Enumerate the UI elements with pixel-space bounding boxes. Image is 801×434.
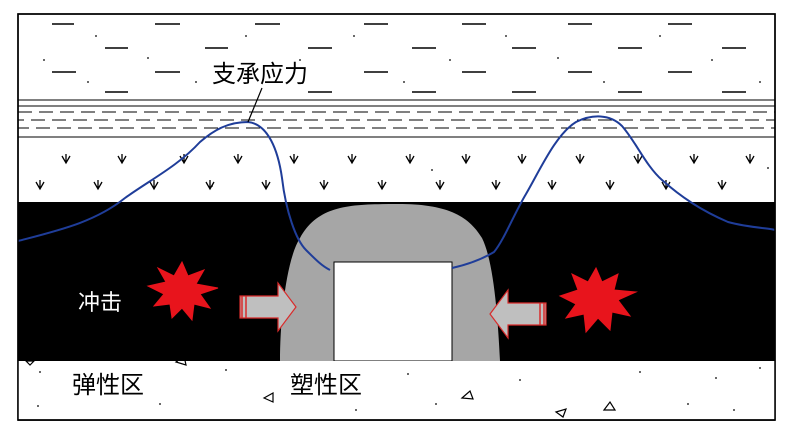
v-mark [461, 154, 471, 165]
v-mark [61, 154, 71, 165]
floor-dot [159, 403, 161, 405]
v-mark [35, 180, 45, 191]
elastic-zone-label: 弹性区 [72, 371, 144, 399]
v-mark [93, 180, 103, 191]
floor-dot [687, 403, 689, 405]
floor-triangles [24, 354, 617, 418]
support-stress-curve [17, 115, 776, 271]
v-mark [547, 180, 557, 191]
v-mark [149, 180, 159, 191]
floor-layer [18, 361, 775, 420]
roadway [333, 261, 453, 362]
impact-burst-right [558, 266, 638, 334]
v-mark [605, 180, 615, 191]
grain-dot [759, 81, 761, 83]
grain-dot [449, 59, 451, 61]
floor-dot [225, 369, 227, 371]
grain-dot [211, 185, 213, 187]
impact-label: 冲击 [78, 291, 122, 316]
floor-dot [715, 377, 717, 379]
v-mark [517, 154, 527, 165]
v-mark [717, 180, 727, 191]
grain-dot [299, 59, 301, 61]
v-mark [205, 180, 215, 191]
diagram-border [17, 13, 776, 421]
grain-dot [353, 35, 355, 37]
grain-dot [403, 81, 405, 83]
floor-dot [117, 377, 119, 379]
impact-arrow-right [489, 288, 547, 340]
v-mark [377, 180, 387, 191]
grain-dot [603, 81, 605, 83]
floor-dot [733, 409, 735, 411]
floor-dot [639, 371, 641, 373]
mudstone-layer [52, 23, 746, 93]
grain-dot [767, 167, 769, 169]
grain-dot [87, 81, 89, 83]
grain-dot [431, 169, 433, 171]
v-mark [319, 180, 329, 191]
v-mark [575, 154, 585, 165]
grain-dot [195, 81, 197, 83]
grain-dot [557, 57, 559, 59]
grain-dot [147, 57, 149, 59]
grain-dot [505, 35, 507, 37]
grain-dot [711, 59, 713, 61]
sandstone-layer [35, 35, 769, 191]
plastic-zone-label: 塑性区 [290, 371, 362, 399]
bedded-layer [18, 99, 775, 138]
grain-dot [659, 35, 661, 37]
grain-dot [245, 35, 247, 37]
v-mark [233, 154, 243, 165]
grain-dot [95, 35, 97, 37]
support-stress-label-bg [206, 61, 310, 87]
v-mark [633, 154, 643, 165]
v-mark [689, 154, 699, 165]
floor-dot [407, 373, 409, 375]
floor-dot [355, 409, 357, 411]
v-mark [289, 154, 299, 165]
v-mark [435, 180, 445, 191]
impact-burst-left [146, 260, 219, 322]
floor-dot [435, 403, 437, 405]
floor-dot [37, 405, 39, 407]
grain-dot [43, 59, 45, 61]
floor-dot [39, 371, 41, 373]
floor-dot [519, 379, 521, 381]
v-mark [117, 154, 127, 165]
support-stress-leader [247, 87, 263, 123]
v-mark [745, 154, 755, 165]
support-stress-label: 支承应力 [212, 60, 308, 88]
v-mark [347, 154, 357, 165]
v-mark [405, 154, 415, 165]
impact-arrow-left [239, 281, 297, 333]
v-mark [261, 180, 271, 191]
floor-dot [759, 367, 761, 369]
v-mark [491, 180, 501, 191]
